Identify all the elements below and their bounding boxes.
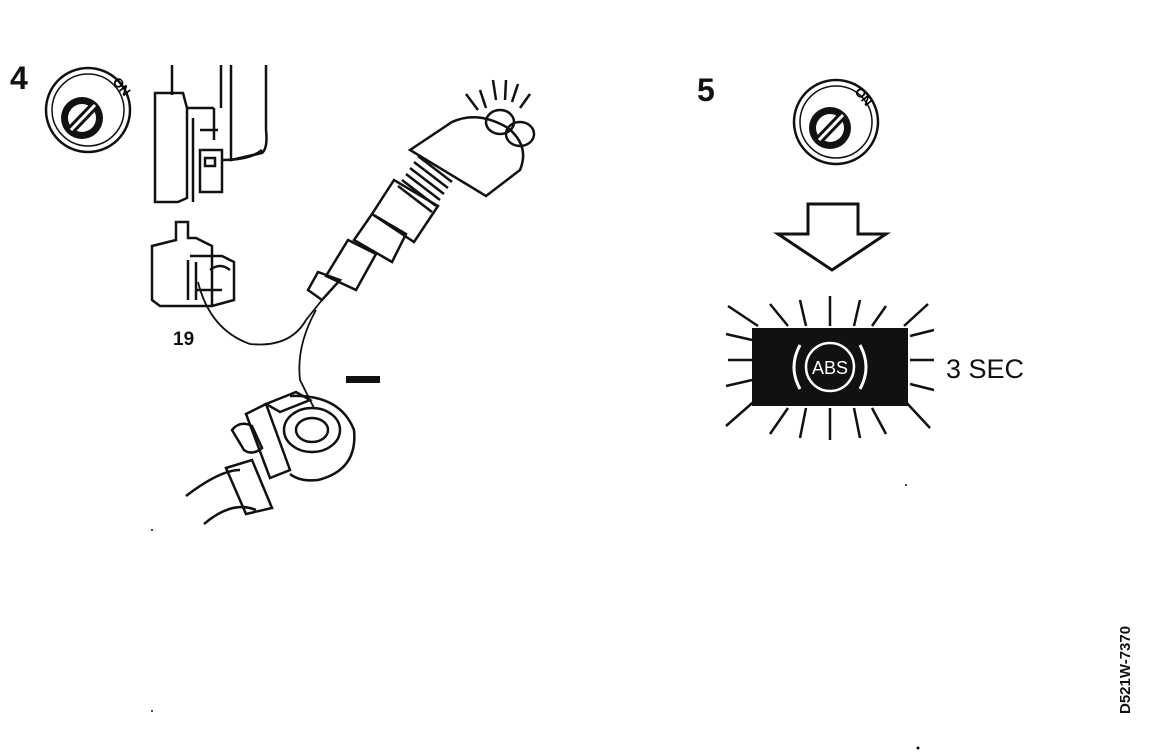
sensor-plug-icon	[185, 390, 356, 525]
probe-lead-wire	[298, 309, 317, 409]
ignition-switch-icon: ON	[44, 66, 134, 154]
abs-lamp-text: ABS	[812, 358, 848, 378]
step-5-number: 5	[697, 72, 715, 108]
reference-code: D521W-7370	[1117, 625, 1134, 714]
abs-warning-lamp-icon: ABS	[752, 328, 908, 406]
step-4-number: 4	[10, 60, 28, 96]
switch-on-label-step5: ON	[852, 84, 876, 109]
test-lamp-icon	[306, 79, 536, 302]
connector-number-label: 19	[173, 329, 195, 350]
ignition-switch-icon: ON	[792, 78, 880, 166]
arrow-down-icon	[773, 202, 891, 272]
test-lead-wire	[197, 281, 323, 346]
lamp-glow-rays	[725, 296, 935, 440]
connector-housing	[153, 65, 268, 204]
connector-19-icon	[150, 220, 236, 308]
duration-label: 3 SEC	[946, 354, 1025, 384]
polarity-minus-icon	[346, 376, 380, 383]
